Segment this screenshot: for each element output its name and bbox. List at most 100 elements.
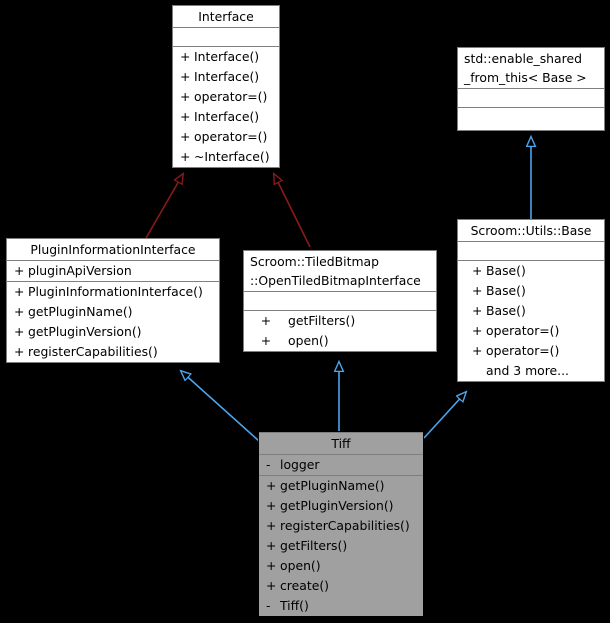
class-attributes-section	[244, 291, 436, 310]
visibility-marker: +	[260, 333, 272, 348]
edge-opentiledbitmapinterface-to-interface	[274, 174, 311, 248]
visibility-marker: +	[266, 558, 277, 573]
class-member-row[interactable]: + pluginApiVersion	[7, 261, 219, 281]
member-name: operator=()	[194, 129, 268, 144]
visibility-marker: -	[266, 598, 271, 613]
class-member-row[interactable]: + operator=()	[458, 321, 604, 341]
class-node-scroom-utils-base[interactable]: Scroom::Utils::Base + Base() + Base() + …	[457, 219, 605, 382]
member-name: ~Interface()	[194, 149, 270, 164]
member-name: getPluginName()	[280, 478, 385, 493]
class-methods-section: + getPluginName() + getPluginVersion() +…	[259, 475, 423, 616]
edge-tiff-to-plugininformationinterface	[181, 371, 260, 442]
class-methods-section: + Interface() + Interface() + operator=(…	[173, 46, 279, 167]
member-name: operator=()	[486, 343, 560, 358]
visibility-marker: +	[180, 149, 191, 164]
class-member-row[interactable]: - logger	[259, 455, 423, 475]
member-name: Interface()	[194, 69, 260, 84]
class-member-row[interactable]: + getFilters()	[259, 536, 423, 556]
class-member-row[interactable]: + operator=()	[173, 87, 279, 107]
class-attributes-section	[173, 27, 279, 46]
class-member-row[interactable]: + Base()	[458, 301, 604, 321]
class-member-row[interactable]: + ~Interface()	[173, 147, 279, 167]
member-name: Base()	[486, 303, 526, 318]
member-name: open()	[288, 333, 329, 348]
visibility-marker: +	[472, 303, 483, 318]
visibility-marker: +	[266, 578, 277, 593]
class-title-section: PluginInformationInterface	[7, 239, 219, 260]
member-name: getPluginVersion()	[280, 498, 394, 513]
class-member-row[interactable]: + Base()	[458, 281, 604, 301]
visibility-marker: +	[472, 283, 483, 298]
class-member-row[interactable]: + open()	[259, 556, 423, 576]
visibility-marker: +	[180, 109, 191, 124]
visibility-marker: +	[266, 518, 277, 533]
visibility-marker: +	[266, 478, 277, 493]
class-member-row[interactable]: + Base()	[458, 261, 604, 281]
member-name: operator=()	[486, 323, 560, 338]
class-member-row[interactable]: + Interface()	[173, 67, 279, 87]
class-attributes-section: + pluginApiVersion	[7, 260, 219, 281]
class-methods-section: + PluginInformationInterface() + getPlug…	[7, 281, 219, 362]
member-name: create()	[280, 578, 329, 593]
class-node-tiff[interactable]: Tiff - logger + getPluginName() + getPlu…	[258, 431, 424, 617]
member-name: and 3 more...	[486, 363, 569, 378]
visibility-marker: +	[14, 304, 25, 319]
class-title-section: Scroom::TiledBitmap ::OpenTiledBitmapInt…	[244, 251, 436, 291]
visibility-marker: +	[472, 323, 483, 338]
visibility-marker: +	[14, 263, 25, 278]
class-node-opentiledbitmapinterface[interactable]: Scroom::TiledBitmap ::OpenTiledBitmapInt…	[243, 250, 437, 352]
visibility-marker: +	[14, 344, 25, 359]
member-name: operator=()	[194, 89, 268, 104]
class-title-section: Scroom::Utils::Base	[458, 220, 604, 241]
visibility-marker: +	[472, 263, 483, 278]
class-member-row[interactable]: + registerCapabilities()	[259, 516, 423, 536]
class-title-section: Interface	[173, 6, 279, 27]
class-member-row[interactable]: - Tiff()	[259, 596, 423, 616]
class-member-row[interactable]: + getPluginVersion()	[7, 322, 219, 342]
class-member-row[interactable]: + getPluginName()	[259, 476, 423, 496]
class-methods-section	[458, 107, 604, 130]
class-node-plugininformationinterface[interactable]: PluginInformationInterface + pluginApiVe…	[6, 238, 220, 363]
class-title-section: Tiff	[259, 432, 423, 454]
class-title: Scroom::TiledBitmap ::OpenTiledBitmapInt…	[250, 254, 421, 288]
class-member-row[interactable]: + getPluginVersion()	[259, 496, 423, 516]
member-name: Interface()	[194, 109, 260, 124]
class-attributes-section: - logger	[259, 454, 423, 475]
member-name: getFilters()	[288, 313, 356, 328]
class-member-row[interactable]: + operator=()	[458, 341, 604, 361]
class-methods-section: + getFilters() + open()	[244, 310, 436, 351]
class-title: PluginInformationInterface	[30, 242, 196, 257]
class-member-row[interactable]: + Interface()	[173, 47, 279, 67]
class-member-row[interactable]: + PluginInformationInterface()	[7, 282, 219, 302]
visibility-marker: +	[266, 538, 277, 553]
member-name: Base()	[486, 283, 526, 298]
class-member-row[interactable]: + operator=()	[173, 127, 279, 147]
class-member-overflow-row[interactable]: and 3 more...	[458, 361, 604, 381]
visibility-marker: +	[180, 69, 191, 84]
member-name: open()	[280, 558, 321, 573]
class-member-row[interactable]: + create()	[259, 576, 423, 596]
class-member-row[interactable]: + getFilters()	[244, 311, 436, 331]
visibility-marker: +	[14, 324, 25, 339]
class-member-row[interactable]: + Interface()	[173, 107, 279, 127]
visibility-marker: +	[260, 313, 272, 328]
visibility-marker: +	[180, 129, 191, 144]
member-name: pluginApiVersion	[28, 263, 132, 278]
class-attributes-section	[458, 241, 604, 260]
member-name: registerCapabilities()	[280, 518, 410, 533]
class-member-row[interactable]: + open()	[244, 331, 436, 351]
class-node-interface[interactable]: Interface + Interface() + Interface() + …	[172, 5, 280, 168]
member-name: getPluginVersion()	[28, 324, 142, 339]
class-title: Scroom::Utils::Base	[470, 223, 592, 238]
class-title: Interface	[198, 9, 254, 24]
class-title-section: std::enable_shared _from_this< Base >	[458, 48, 604, 88]
member-name: Tiff()	[280, 598, 309, 613]
class-node-enable-shared-from-this[interactable]: std::enable_shared _from_this< Base >	[457, 47, 605, 131]
member-name: Interface()	[194, 49, 260, 64]
class-member-row[interactable]: + getPluginName()	[7, 302, 219, 322]
visibility-marker: +	[180, 49, 191, 64]
class-member-row[interactable]: + registerCapabilities()	[7, 342, 219, 362]
edge-tiff-to-scroom-utils-base	[423, 392, 466, 439]
edge-plugininformationinterface-to-interface	[145, 174, 183, 239]
member-name: Base()	[486, 263, 526, 278]
